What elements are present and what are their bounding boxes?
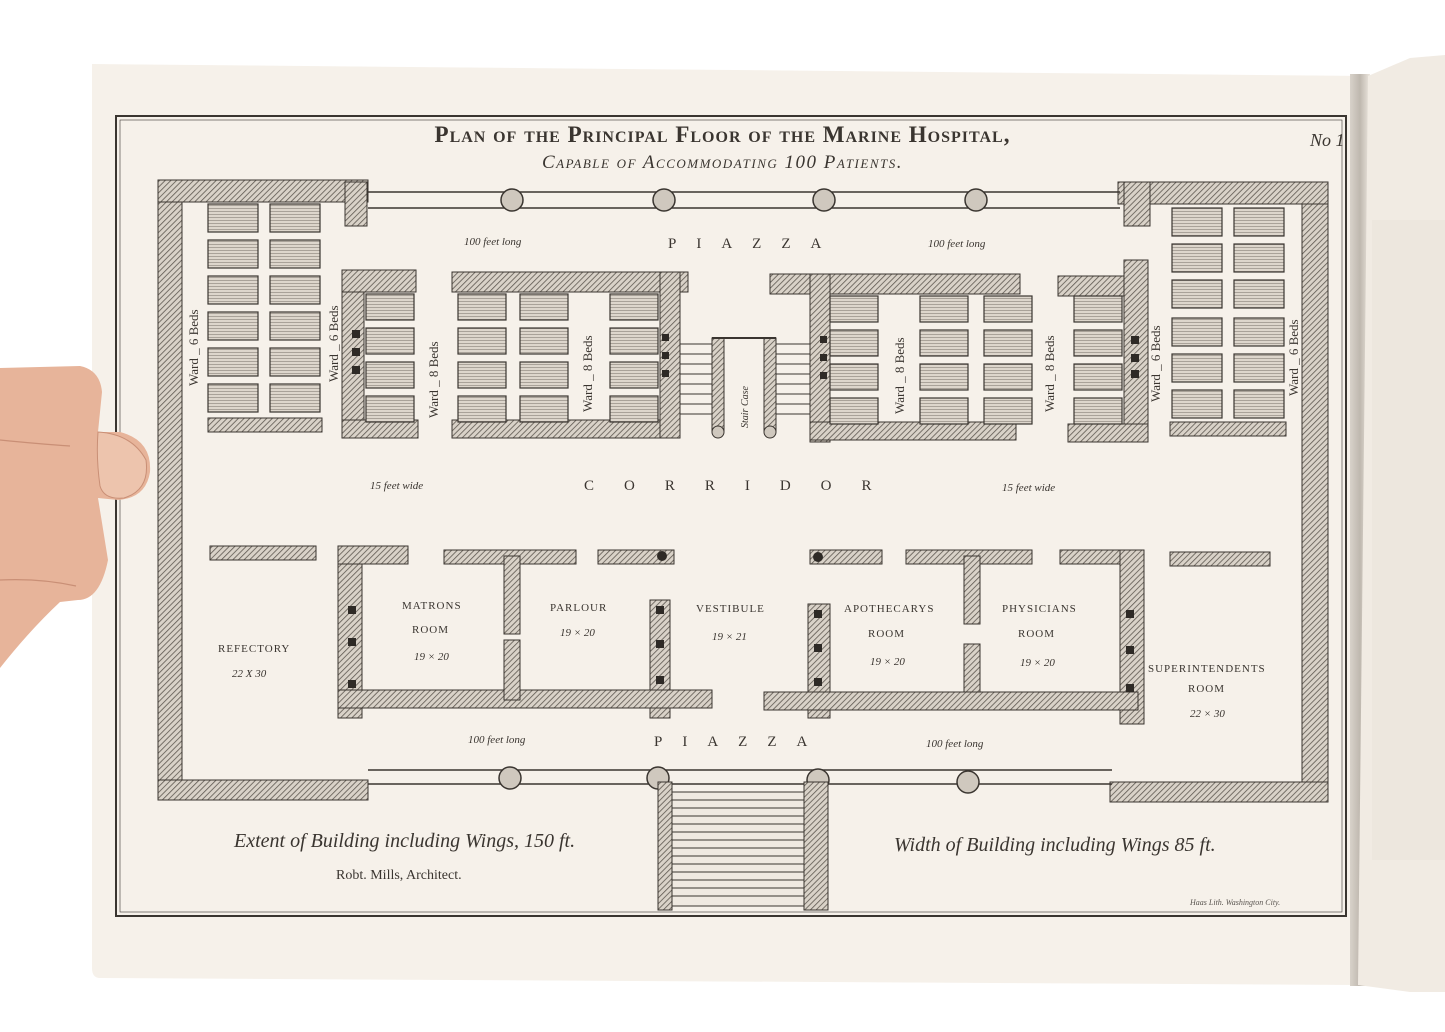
physicians-size: 19 × 20 [1020,657,1055,669]
ward-label-8: Ward _ 6 Beds [1286,319,1301,396]
ward-label-2: Ward _ 6 Beds [326,305,341,382]
corridor-width-right: 15 feet wide [1002,482,1056,494]
plate-border [115,115,1347,917]
length-top-right: 100 feet long [928,238,986,250]
parlour-name: PARLOUR [550,602,608,614]
length-bottom-left: 100 feet long [468,734,526,746]
length-bottom-right: 100 feet long [926,738,984,750]
length-top-left: 100 feet long [464,236,522,248]
apothecarys-name: APOTHECARYS [844,603,935,615]
matrons-name: MATRONS [402,600,462,612]
piazza-top-label: PIAZZA [668,236,842,252]
parlour-size: 19 × 20 [560,627,595,639]
physicians-room: ROOM [1018,628,1056,640]
piazza-bottom-label: PIAZZA [654,734,828,750]
matrons-size: 19 × 20 [414,651,449,663]
hand [0,366,151,668]
ward-label-6: Ward _ 8 Beds [1042,335,1057,412]
lithographer-credit: Haas Lith. Washington City. [1190,898,1281,907]
apothecarys-room: ROOM [868,628,906,640]
apothecarys-size: 19 × 20 [870,656,905,668]
superintendents-room: ROOM [1188,683,1226,695]
corridor-width-left: 15 feet wide [370,480,424,492]
refectory-size: 22 X 30 [232,668,267,680]
extent-caption: Extent of Building including Wings, 150 … [234,830,576,852]
vestibule-size: 19 × 21 [712,631,747,643]
vestibule-name: VESTIBULE [696,603,765,615]
matrons-room: ROOM [412,624,450,636]
superintendents-size: 22 × 30 [1190,708,1225,720]
plate-number: No 1 [1310,130,1345,150]
stair-case-label: Stair Case [740,386,751,428]
superintendents-name: SUPERINTENDENTS [1148,663,1266,675]
plan-subtitle: Capable of Accommodating 100 Patients. [542,152,903,173]
width-caption: Width of Building including Wings 85 ft. [894,834,1216,856]
physicians-name: PHYSICIANS [1002,603,1077,615]
plan-title: Plan of the Principal Floor of the Marin… [434,122,1011,147]
ward-label-5: Ward _ 8 Beds [892,337,907,414]
ward-label-3: Ward _ 8 Beds [426,341,441,418]
ward-label-4: Ward _ 8 Beds [580,335,595,412]
corridor-label: CORRIDOR [584,478,902,494]
ward-label-7: Ward _ 6 Beds [1148,325,1163,402]
floor-plan [157,179,1329,911]
ward-label-1: Ward _ 6 Beds [186,309,201,386]
architect-credit: Robt. Mills, Architect. [336,868,462,883]
refectory-name: REFECTORY [218,643,291,655]
